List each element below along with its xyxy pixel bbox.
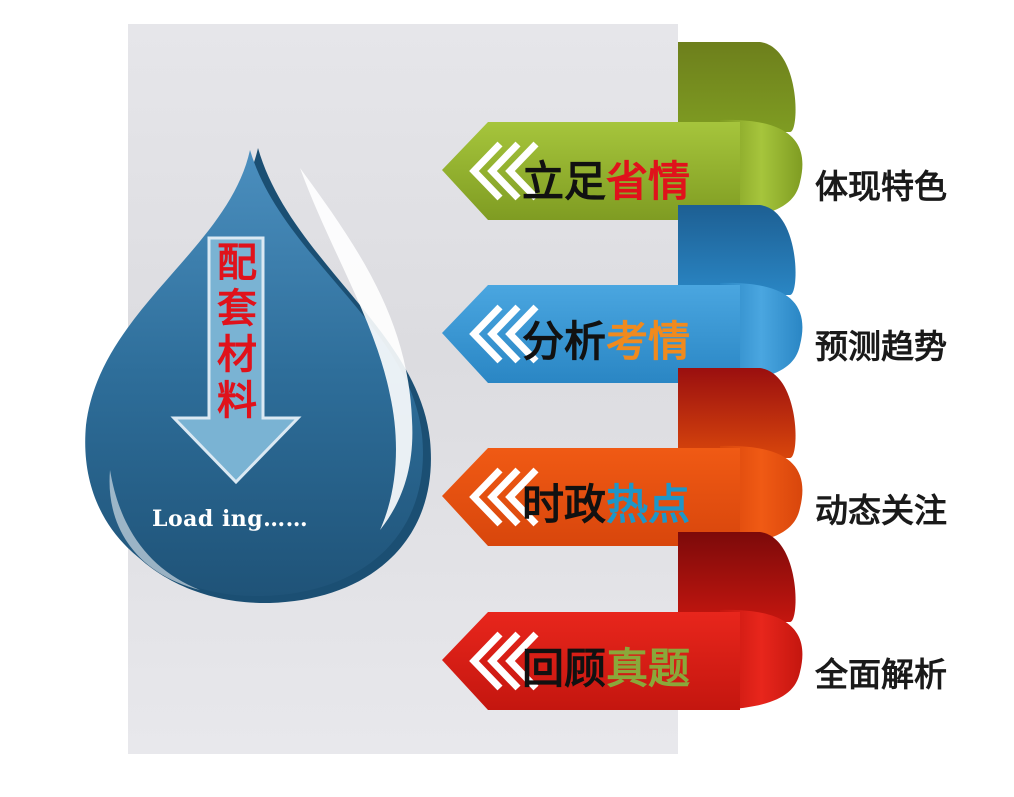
side-label-4: 全面解析 xyxy=(815,655,947,694)
chevron-left-icon xyxy=(487,304,521,364)
ribbon-curl xyxy=(720,445,803,546)
chevron-left-icon xyxy=(469,631,503,691)
side-label-2: 预测趋势 xyxy=(815,327,947,366)
drop-title: 配 套 材 料 xyxy=(205,240,269,424)
drop-title-char: 配 xyxy=(217,239,257,286)
ribbon-curl xyxy=(720,119,803,220)
ribbon-back xyxy=(678,205,796,295)
drop-title-char: 材 xyxy=(217,331,257,378)
down-arrow-icon xyxy=(170,236,302,485)
drop-title-char: 套 xyxy=(217,285,257,332)
side-label-1: 体现特色 xyxy=(815,167,947,206)
ribbon-back xyxy=(678,368,796,458)
ribbon-label-2: 分析考情 xyxy=(522,314,762,370)
ribbon-label-4: 回顾真题 xyxy=(522,641,762,697)
chevron-left-icon xyxy=(469,304,503,364)
loading-text: Load ing…… xyxy=(152,506,309,532)
ribbon-label-1: 立足省情 xyxy=(522,154,762,210)
chevron-left-icon xyxy=(505,631,539,691)
ribbon-back xyxy=(678,532,796,622)
chevron-left-icon xyxy=(505,304,539,364)
ribbon-label-tail: 省情 xyxy=(606,157,691,206)
chevron-left-icon xyxy=(505,141,539,201)
ribbon-label-head: 回顾 xyxy=(522,644,607,693)
chevron-left-icon xyxy=(505,467,539,527)
ribbon-label-head: 时政 xyxy=(522,480,607,529)
ribbon-label-tail: 热点 xyxy=(606,480,691,529)
ribbon-label-tail: 考情 xyxy=(606,317,691,366)
chevron-left-icon xyxy=(469,467,503,527)
chevron-left-icon xyxy=(487,467,521,527)
drop-highlight xyxy=(109,470,200,590)
ribbon-label-tail: 真题 xyxy=(606,644,691,693)
ribbon-curl xyxy=(720,282,803,383)
chevron-left-icon xyxy=(469,141,503,201)
ribbon-curl xyxy=(720,609,803,710)
drop-title-char: 料 xyxy=(217,377,257,424)
chevron-left-icon xyxy=(487,631,521,691)
chevron-left-icon xyxy=(487,141,521,201)
ribbon-label-3: 时政热点 xyxy=(522,477,762,533)
ribbon-back xyxy=(678,42,796,132)
drop-highlight xyxy=(300,168,413,530)
ribbon-label-head: 立足 xyxy=(522,157,607,206)
side-label-3: 动态关注 xyxy=(815,491,947,530)
ribbon-label-head: 分析 xyxy=(522,317,607,366)
